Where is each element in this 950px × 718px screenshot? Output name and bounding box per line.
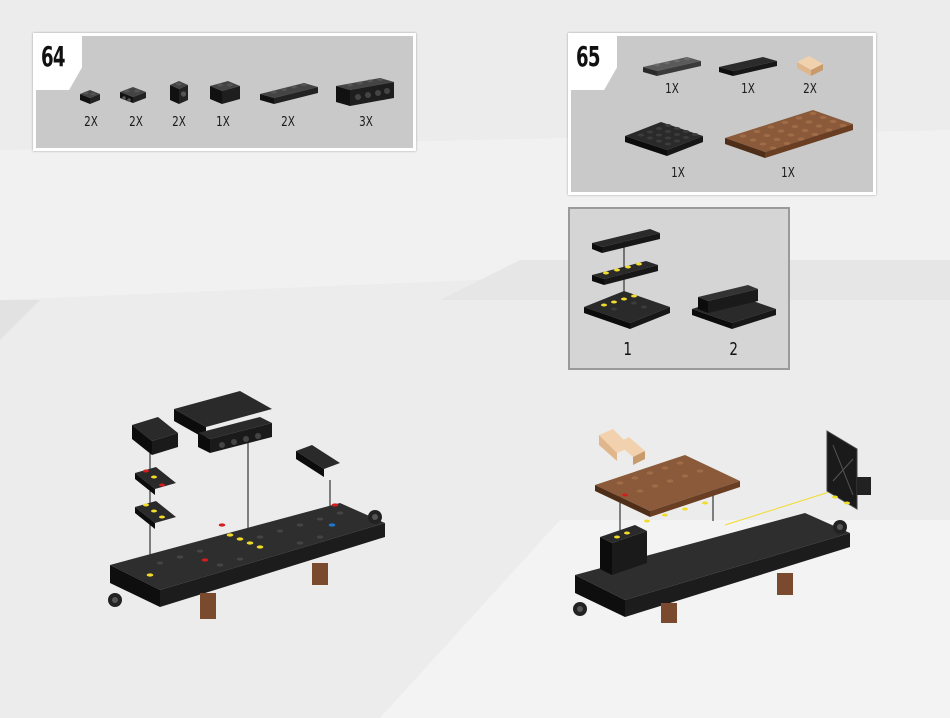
part-quantity: 1X [660, 82, 684, 97]
black-plate-1x2-icon [78, 86, 102, 106]
black-plate-4x4-icon [621, 118, 707, 162]
black-technic-brick-1x4-icon [334, 76, 396, 108]
part-quantity: 1X [211, 115, 235, 130]
black-brick-1x1-studs-side-icon [168, 78, 190, 106]
part-quantity: 2X [79, 115, 103, 130]
subassembly-step-1-diagram [580, 217, 680, 337]
part-quantity: 1X [666, 166, 690, 181]
step-64-build-illustration [100, 385, 400, 625]
part-quantity: 2X [798, 82, 822, 97]
step-64-parts-panel: 64 2X 2X 2X 1X 2X 3X [33, 33, 416, 151]
black-plate-1x2-studs-side-icon [118, 83, 148, 105]
tan-slope-icon [793, 52, 827, 80]
part-quantity: 1X [776, 166, 800, 181]
brown-plate-4x6-icon [721, 104, 857, 162]
subassembly-label-1: 1 [623, 339, 632, 360]
subassembly-callout: 1 2 [568, 207, 790, 370]
step-number-badge: 65 [571, 36, 617, 90]
dark-gray-plate-1x4-icon [641, 54, 703, 78]
black-tile-1x4-icon [717, 54, 779, 78]
black-plate-1x4-icon [258, 80, 320, 106]
step-65-build-illustration [565, 425, 885, 625]
part-quantity: 1X [736, 82, 760, 97]
part-quantity: 3X [354, 115, 378, 130]
part-quantity: 2X [276, 115, 300, 130]
part-quantity: 2X [124, 115, 148, 130]
black-brick-1x2-icon [208, 78, 242, 106]
step-65-parts-panel: 65 1X 1X 2X 1X 1X [568, 33, 876, 195]
subassembly-step-2-diagram [688, 283, 780, 339]
step-number: 65 [576, 40, 600, 73]
step-number: 64 [41, 40, 65, 73]
step-number-badge: 64 [36, 36, 82, 90]
part-quantity: 2X [167, 115, 191, 130]
subassembly-label-2: 2 [729, 339, 738, 360]
